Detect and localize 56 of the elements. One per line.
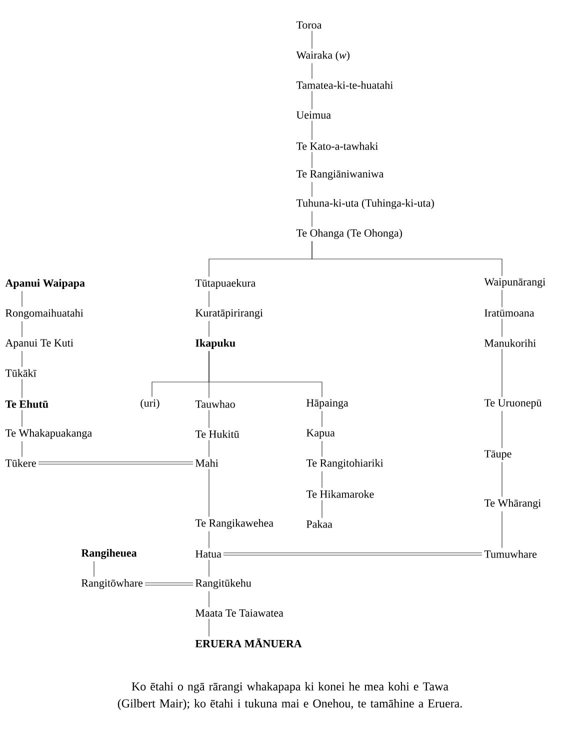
person-name: Tauwhao	[195, 400, 235, 408]
person-name: Te Ohanga (Te Ohonga)	[296, 229, 402, 239]
person-name: Tūkere	[5, 459, 36, 467]
person-name: Tūkākī	[5, 369, 37, 377]
descent-line	[208, 410, 210, 428]
person-name: Mahi	[196, 459, 218, 467]
descent-line	[208, 320, 210, 338]
person-name: Te Uruonepū	[484, 399, 542, 409]
person-name: Rongomaihuatahi	[6, 309, 84, 319]
person-name: Te Whārangi	[484, 499, 541, 509]
person-name: Tumuwhare	[484, 550, 537, 558]
person-name: Te Kato-a-tawhaki	[296, 142, 378, 150]
descent-line	[208, 530, 210, 548]
person-name: Wairaka (w)	[296, 51, 350, 61]
descent-line	[208, 350, 322, 398]
marriage-line	[38, 462, 193, 464]
person-name: Kuratāpirirangi	[196, 309, 263, 319]
person-name: Te Rangikawehea	[195, 519, 274, 529]
descent-line	[208, 290, 210, 308]
descent-line	[208, 560, 210, 578]
person-name: Rangitōwhare	[82, 579, 143, 589]
descent-line	[208, 440, 210, 458]
person-name: Pakaa	[306, 520, 332, 528]
person-name: Tāupe	[484, 450, 512, 460]
person-name: Te Whakapuakanga	[5, 429, 92, 439]
person-name: Ikapuku	[196, 339, 236, 349]
person-name: ERUERA MĀNUERA	[195, 638, 302, 648]
descent-line	[312, 240, 502, 276]
person-name: Maata Te Taiawatea	[196, 609, 284, 617]
descent-line	[208, 590, 210, 608]
person-name: Tuhuna-ki-uta (Tuhinga-ki-uta)	[296, 199, 434, 209]
person-name: Tamatea-ki-te-huatahi	[296, 81, 393, 89]
person-name: (uri)	[140, 399, 160, 409]
person-name: Rangiheuea	[81, 548, 137, 560]
person-name: Apanui Waipapa	[5, 279, 85, 289]
marriage-line	[145, 582, 193, 586]
person-name: Kapua	[306, 429, 335, 439]
descent-line	[208, 618, 210, 637]
person-name: Rangitūkehu	[196, 579, 252, 589]
caption: Ko ētahi o ngā rārangi whakapapa ki konei he mea kohi e Tawa (Gilbert Mair); ko ētahi i tukuna mai e Onehou, te tamāhine a Eruera.	[118, 682, 462, 710]
person-name: Hāpainga	[306, 399, 348, 409]
person-name: Manukorihi	[484, 339, 536, 347]
person-name: Te Rangitohiariki	[306, 459, 384, 469]
person-name: Hatua	[196, 550, 222, 558]
person-name: Te Hukitū	[195, 430, 240, 438]
person-name: Ueimua	[296, 111, 331, 119]
marriage-line	[224, 552, 482, 556]
descent-line	[208, 468, 210, 518]
person-name: Te Rangiāniwaniwa	[296, 170, 384, 180]
person-name: Te Hikamaroke	[306, 490, 374, 498]
person-name: Te Ehutū	[5, 400, 48, 408]
person-name: Apanui Te Kuti	[5, 339, 74, 349]
person-name: Toroa	[296, 21, 322, 29]
person-name: Waipunārangi	[484, 278, 546, 288]
person-name: Iratūmoana	[484, 309, 534, 317]
person-name: Tūtapuaekura	[195, 279, 256, 289]
